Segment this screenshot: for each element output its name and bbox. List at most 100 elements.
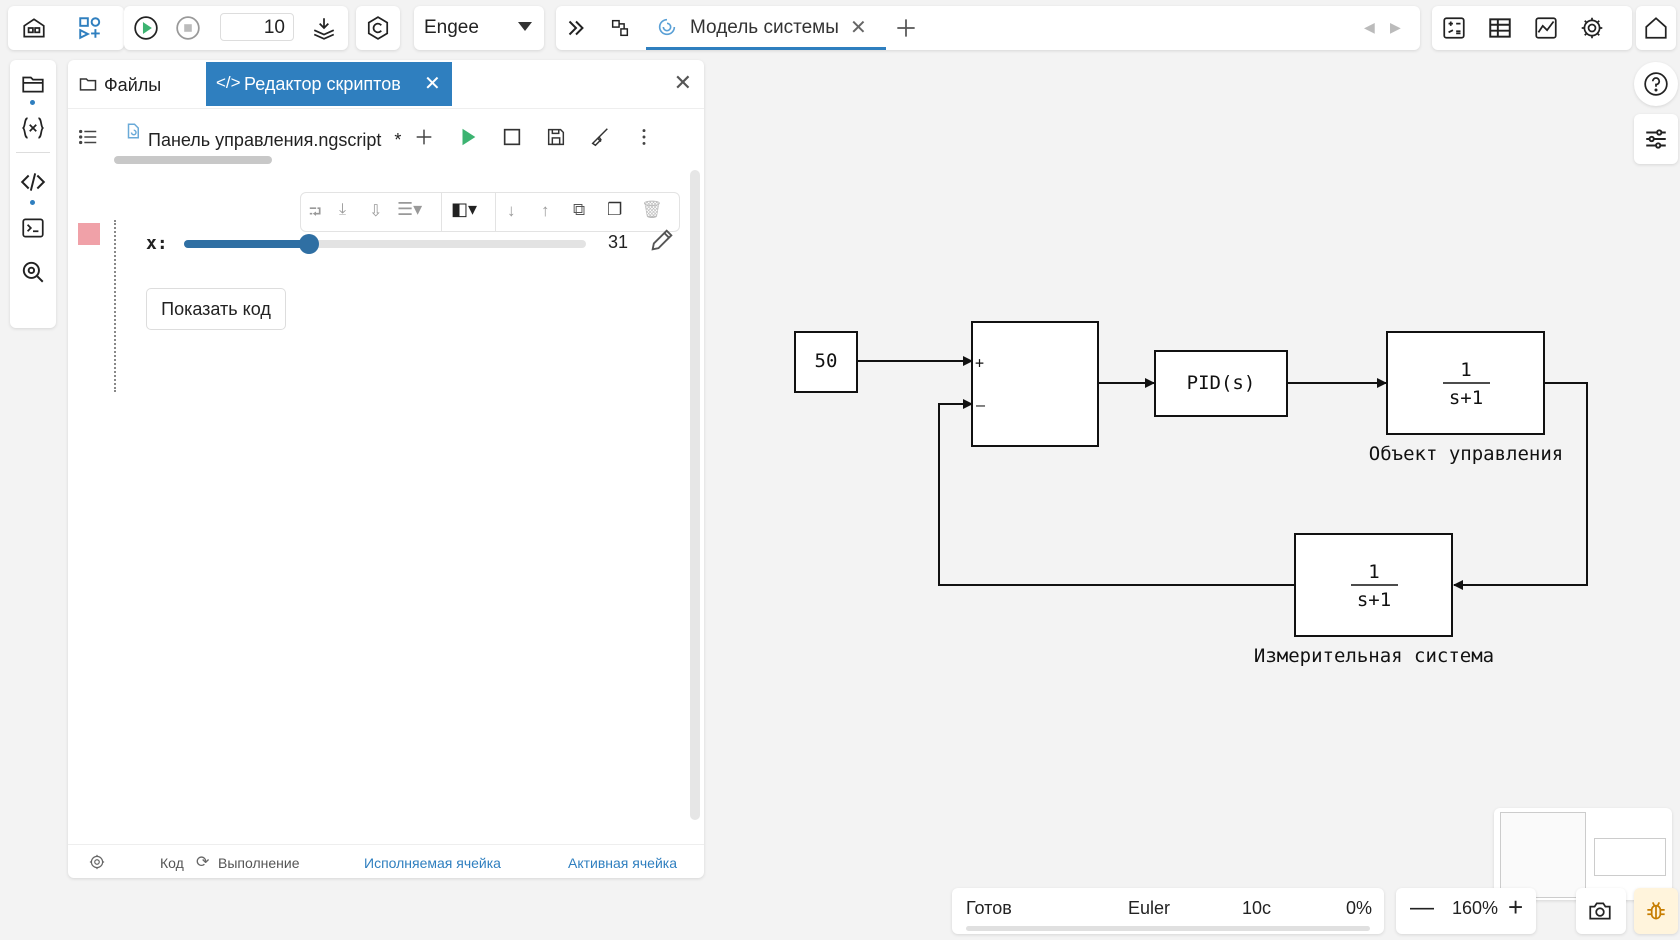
sliders-icon[interactable] (1636, 119, 1676, 159)
bug-icon[interactable] (1636, 891, 1676, 931)
footer-executed-cell[interactable]: Исполняемая ячейка (364, 855, 501, 871)
plant-block[interactable] (1386, 331, 1545, 435)
slider-handle[interactable] (298, 234, 319, 254)
duplicate-cell-icon[interactable]: ❐ (607, 200, 623, 219)
gear-icon[interactable] (1572, 8, 1612, 48)
show-code-button[interactable]: Показать код (146, 288, 286, 330)
script-editor-icon[interactable] (13, 162, 53, 202)
footer-code[interactable]: Код (160, 855, 184, 871)
tab-model-label: Модель системы (690, 17, 839, 38)
move-up-icon[interactable]: ↑ (541, 201, 550, 220)
minimap[interactable] (1494, 808, 1672, 900)
panel-footer: Код ⟳ Выполнение Исполняемая ячейка Акти… (68, 844, 704, 879)
sum-block[interactable] (971, 321, 1099, 447)
constant-block[interactable] (794, 331, 858, 393)
terminal-icon[interactable] (13, 208, 53, 248)
help-group (1634, 62, 1678, 106)
output-toggle-icon[interactable]: ◧▾ (451, 199, 478, 219)
add-cell-button[interactable] (404, 117, 444, 157)
move-down-icon[interactable]: ↓ (507, 201, 516, 220)
feedback-line[interactable] (1453, 382, 1588, 590)
scroll-left-icon[interactable]: ◀ (1364, 19, 1375, 35)
vertical-scrollbar[interactable] (690, 170, 700, 820)
tab-files[interactable]: Файлы (68, 60, 206, 106)
clear-output-icon[interactable] (580, 117, 620, 157)
constant-value: 50 (815, 350, 838, 372)
outline-list-icon[interactable] (68, 117, 108, 157)
gear-icon[interactable] (88, 853, 106, 871)
search-zoom-icon[interactable] (13, 252, 53, 292)
sensor-numerator: 1 (1368, 561, 1379, 583)
zoom-level: 160% (1452, 898, 1499, 918)
variables-icon[interactable] (13, 108, 53, 148)
more-options-icon[interactable] (624, 117, 664, 157)
footer-execution[interactable]: Выполнение (218, 855, 300, 871)
sidebar-divider (16, 152, 50, 153)
solver-select[interactable]: Engee (414, 6, 544, 50)
plant-denominator: s+1 (1449, 387, 1483, 409)
sensor-caption: Измерительная система (1254, 645, 1494, 667)
model-tree-icon[interactable] (600, 8, 640, 48)
slider-label: x: (146, 233, 168, 254)
tab-model-system[interactable]: Модель системы ✕ (646, 6, 886, 50)
camera-icon[interactable] (1580, 891, 1620, 931)
close-panel-icon[interactable]: ✕ (673, 70, 692, 95)
home-icon[interactable] (1636, 8, 1676, 48)
stop-simulation-button[interactable] (168, 8, 208, 48)
top-left-toolbar (8, 6, 124, 50)
cell-toolbar: ⮒ ⤓ ⇩ ☰▾ ◧▾ ↓ ↑ ⧉ ❐ 🗑 (300, 192, 680, 232)
toolbar-divider (495, 193, 496, 231)
tab-files-label: Файлы (104, 75, 162, 95)
copy-cell-icon[interactable]: ⧉ (573, 200, 586, 219)
help-icon[interactable] (1636, 64, 1676, 104)
add-blocks-icon[interactable] (70, 8, 110, 48)
horizontal-scrollbar[interactable] (114, 156, 272, 164)
file-browser-icon[interactable] (13, 64, 53, 104)
close-tab-icon[interactable]: ✕ (424, 73, 441, 95)
run-script-button[interactable] (448, 117, 488, 157)
footer-active-cell[interactable]: Активная ячейка (568, 855, 677, 871)
chevron-down-icon (518, 22, 532, 31)
run-simulation-button[interactable] (126, 8, 166, 48)
calculator-icon[interactable] (1434, 8, 1474, 48)
script-editor-panel: Файлы </> Редактор скриптов ✕ ✕ Панель у… (68, 60, 704, 878)
block-library-icon[interactable] (14, 8, 54, 48)
run-below-icon[interactable]: ⤓ (339, 201, 347, 218)
x-slider[interactable] (184, 234, 586, 254)
plant-caption: Объект управления (1369, 443, 1563, 465)
save-icon[interactable] (536, 117, 576, 157)
status-time: 10с (1242, 898, 1272, 918)
layers-icon[interactable] (304, 8, 344, 48)
stop-script-button[interactable] (492, 117, 532, 157)
sensor-block[interactable] (1294, 533, 1453, 637)
refresh-icon: ⟳ (196, 854, 210, 871)
table-icon[interactable] (1480, 8, 1520, 48)
slider-value: 31 (608, 232, 629, 252)
model-tab-strip: Модель системы ✕ ◀ ▶ (556, 6, 1420, 50)
status-progress-text: 0% (1346, 898, 1373, 918)
model-icon (658, 18, 676, 36)
simulation-time-input[interactable]: 10 (220, 13, 294, 41)
cell-border (114, 220, 116, 392)
close-tab-icon[interactable]: ✕ (850, 17, 867, 39)
run-to-cell-icon[interactable]: ⇩ (369, 203, 383, 220)
new-tab-button[interactable] (886, 8, 926, 48)
solver-select-value: Engee (424, 17, 479, 38)
run-and-advance-icon[interactable]: ⮒ (309, 204, 322, 221)
tab-script-editor[interactable]: </> Редактор скриптов ✕ (206, 62, 452, 106)
minimap-diagram-preview (1594, 838, 1666, 876)
active-dot (30, 100, 35, 105)
cell-type-icon[interactable]: ☰▾ (397, 199, 423, 219)
zoom-in-button[interactable]: + (1508, 892, 1524, 922)
delete-cell-icon[interactable]: 🗑 (641, 200, 663, 219)
edit-pencil-icon[interactable] (648, 226, 676, 254)
pid-block[interactable] (1154, 350, 1288, 417)
double-chevron-right-icon[interactable] (556, 8, 596, 48)
zoom-out-button[interactable]: — (1410, 894, 1434, 921)
scroll-right-icon[interactable]: ▶ (1390, 19, 1401, 35)
graphs-icon[interactable] (1526, 8, 1566, 48)
feedback-line[interactable] (938, 399, 1294, 586)
tab-editor-label: Редактор скриптов (244, 74, 401, 94)
code-generation-icon[interactable] (358, 8, 398, 48)
file-name-tab[interactable]: Панель управления.ngscript * (148, 130, 401, 151)
